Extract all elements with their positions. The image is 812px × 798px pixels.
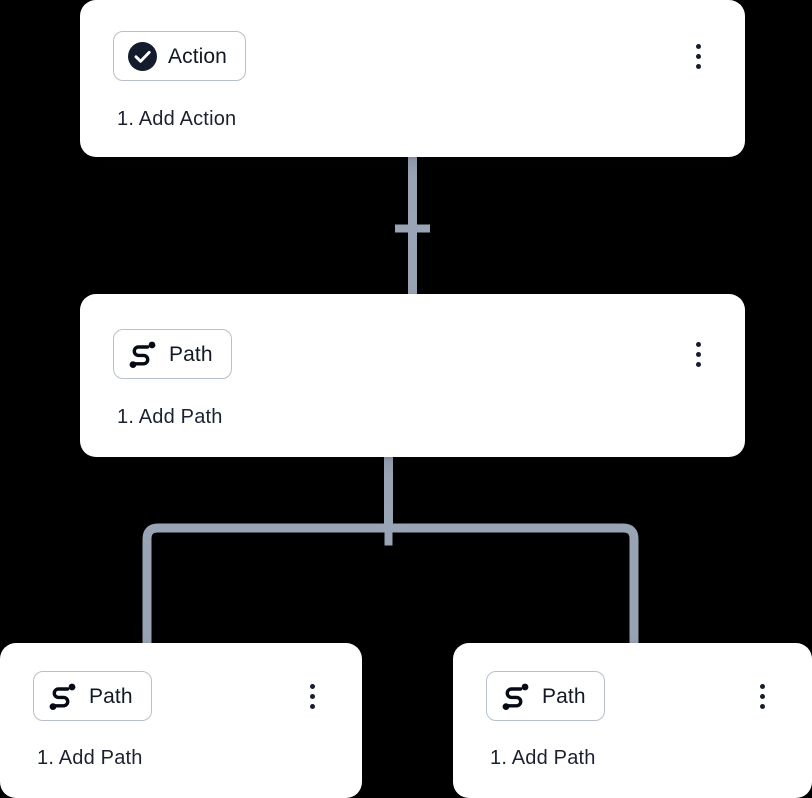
node-card-action[interactable]: Action 1. Add Action <box>80 0 745 157</box>
node-type-chip-path[interactable]: Path <box>33 671 152 721</box>
node-card-path-right[interactable]: Path 1. Add Path <box>453 643 812 798</box>
node-type-label: Path <box>169 342 213 366</box>
check-circle-icon <box>128 41 157 71</box>
connector-line-branch-right <box>388 523 639 643</box>
node-type-chip-path[interactable]: Path <box>113 329 232 379</box>
node-type-chip-path[interactable]: Path <box>486 671 605 721</box>
node-type-label: Path <box>542 684 586 708</box>
node-subtitle: 1. Add Path <box>490 747 596 769</box>
add-step-button-action-to-path[interactable] <box>392 207 432 247</box>
kebab-menu-icon[interactable] <box>687 41 709 71</box>
kebab-menu-icon[interactable] <box>687 339 709 369</box>
add-step-button-path-branch[interactable] <box>368 503 408 543</box>
node-subtitle: 1. Add Action <box>117 108 237 130</box>
node-card-path-main[interactable]: Path 1. Add Path <box>80 294 745 457</box>
path-icon <box>501 682 531 710</box>
node-type-label: Action <box>168 44 227 68</box>
node-subtitle: 1. Add Path <box>117 406 223 428</box>
kebab-menu-icon[interactable] <box>301 681 323 711</box>
path-icon <box>48 682 78 710</box>
node-type-label: Path <box>89 684 133 708</box>
kebab-menu-icon[interactable] <box>751 681 773 711</box>
node-card-path-left[interactable]: Path 1. Add Path <box>0 643 362 798</box>
path-icon <box>128 340 158 368</box>
node-subtitle: 1. Add Path <box>37 747 143 769</box>
node-type-chip-action[interactable]: Action <box>113 31 246 81</box>
connector-line-branch-left <box>142 523 389 643</box>
